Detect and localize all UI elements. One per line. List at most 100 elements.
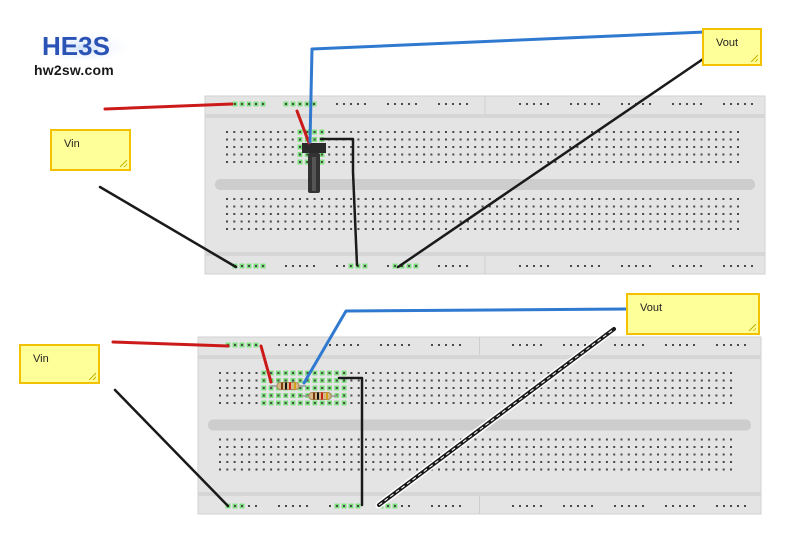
- hole: [664, 220, 666, 223]
- hole: [686, 394, 689, 397]
- hole: [481, 438, 484, 441]
- components: [270, 143, 338, 400]
- hole: [532, 198, 535, 200]
- hole: [299, 228, 301, 230]
- hole: [715, 198, 718, 200]
- vin-note-top[interactable]: Vin: [50, 129, 131, 171]
- hole: [627, 153, 630, 156]
- hole: [627, 213, 630, 215]
- vout-note-bottom[interactable]: Vout: [626, 293, 760, 335]
- hole: [547, 438, 550, 441]
- hole: [474, 461, 477, 463]
- hole: [372, 438, 375, 441]
- hole: [240, 228, 243, 230]
- hole: [255, 131, 258, 133]
- hole: [554, 468, 557, 471]
- hole: [481, 387, 484, 389]
- hole: [532, 453, 535, 456]
- hole: [226, 220, 228, 223]
- hole: [233, 228, 236, 230]
- hole: [255, 103, 257, 105]
- hole: [678, 138, 681, 141]
- hole: [664, 402, 667, 404]
- hole: [518, 131, 520, 133]
- hole: [722, 394, 725, 397]
- hole: [416, 446, 419, 448]
- hole: [240, 446, 243, 448]
- hole: [518, 153, 520, 156]
- hole: [634, 213, 637, 215]
- hole: [299, 461, 302, 463]
- hole: [664, 213, 666, 215]
- vin-note-bottom[interactable]: Vin: [19, 344, 100, 384]
- hole: [401, 344, 403, 346]
- hole: [642, 161, 645, 163]
- hole: [598, 394, 601, 397]
- hole: [584, 344, 586, 346]
- hole: [379, 220, 382, 223]
- hole: [605, 205, 608, 208]
- hole: [627, 446, 630, 448]
- hole: [635, 344, 637, 346]
- hole: [532, 220, 535, 223]
- hole: [656, 153, 659, 156]
- hole: [372, 372, 375, 374]
- hole: [591, 394, 594, 397]
- hole: [452, 387, 455, 389]
- hole: [335, 372, 338, 374]
- hole: [394, 265, 396, 267]
- hole: [489, 446, 492, 448]
- hole: [408, 372, 411, 374]
- hole: [561, 161, 564, 163]
- hole: [357, 446, 360, 448]
- hole: [693, 394, 696, 397]
- hole: [459, 220, 462, 223]
- hole: [700, 228, 703, 230]
- hole: [342, 213, 345, 215]
- hole: [343, 344, 345, 346]
- hole: [481, 198, 484, 200]
- hole: [503, 394, 506, 397]
- hole: [459, 161, 462, 163]
- hole: [357, 103, 359, 105]
- hole: [722, 379, 725, 382]
- hole: [700, 265, 702, 267]
- hole: [372, 394, 375, 397]
- hole: [277, 131, 280, 133]
- hole: [554, 131, 557, 133]
- hole: [328, 453, 331, 456]
- hole: [656, 228, 659, 230]
- hole: [364, 205, 367, 208]
- hole: [496, 153, 499, 156]
- vout-note-top[interactable]: Vout: [702, 28, 762, 66]
- hole: [664, 387, 667, 389]
- hole: [598, 138, 601, 141]
- hole: [576, 402, 579, 404]
- hole: [408, 394, 411, 397]
- hole: [234, 344, 236, 346]
- hole: [730, 379, 732, 382]
- hole: [415, 103, 417, 105]
- hole: [635, 453, 638, 456]
- hole: [350, 402, 353, 404]
- hole: [511, 468, 513, 471]
- hole: [576, 131, 579, 133]
- vin-red-wire: [111, 340, 230, 348]
- hole: [634, 153, 637, 156]
- hole: [437, 138, 440, 141]
- hole: [635, 468, 638, 471]
- hole: [532, 153, 535, 156]
- hole: [708, 446, 711, 448]
- hole: [620, 213, 623, 215]
- hole: [379, 379, 382, 382]
- hole: [291, 205, 294, 208]
- hole: [627, 146, 630, 148]
- hole: [401, 379, 404, 382]
- hole: [584, 461, 586, 463]
- hole: [547, 446, 550, 448]
- hole: [415, 220, 418, 223]
- hole: [291, 146, 294, 148]
- hole: [539, 220, 542, 223]
- hole: [532, 394, 535, 397]
- hole: [540, 344, 542, 346]
